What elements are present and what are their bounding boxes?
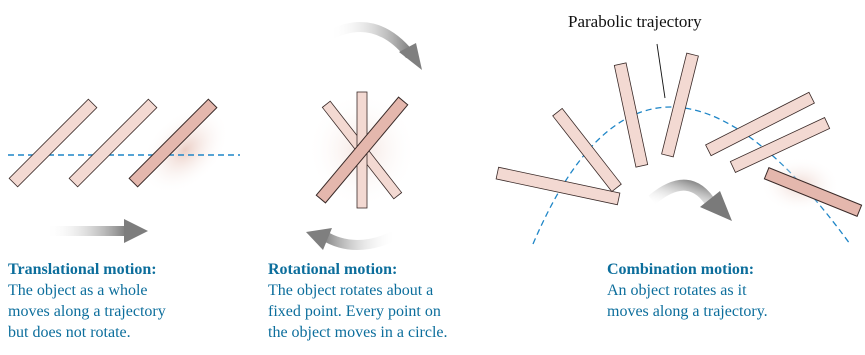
translational-caption: Translational motion: The object as a wh…: [8, 259, 248, 343]
object-stick: [662, 53, 699, 157]
rotational-caption: Rotational motion: The object rotates ab…: [268, 259, 508, 343]
object-stick: [614, 63, 647, 167]
translational-panel: [8, 89, 246, 243]
annotation-leader: [657, 44, 665, 98]
caption-line: moves along a trajectory.: [607, 301, 847, 322]
object-stick: [553, 108, 622, 191]
caption-line: the object moves in a circle.: [268, 322, 508, 343]
combination-panel: [496, 44, 861, 244]
combination-caption: Combination motion: An object rotates as…: [607, 259, 847, 322]
rotation-arrow-icon: [323, 235, 396, 245]
rotation-arrow-icon: [330, 27, 410, 55]
rotational-panel: [306, 27, 422, 250]
caption-line: fixed point. Every point on: [268, 301, 508, 322]
object-stick: [706, 92, 815, 155]
caption-heading: Translational motion:: [8, 259, 248, 280]
caption-heading: Rotational motion:: [268, 259, 508, 280]
caption-line: The object rotates about a: [268, 280, 508, 301]
caption-line: but does not rotate.: [8, 322, 248, 343]
rotation-arrow-icon: [652, 185, 732, 221]
caption-heading: Combination motion:: [607, 259, 847, 280]
caption-line: moves along a trajectory: [8, 301, 248, 322]
caption-line: The object as a whole: [8, 280, 248, 301]
caption-line: An object rotates as it: [607, 280, 847, 301]
parabolic-trajectory-label: Parabolic trajectory: [568, 12, 702, 32]
motion-arrow-icon: [46, 219, 148, 243]
